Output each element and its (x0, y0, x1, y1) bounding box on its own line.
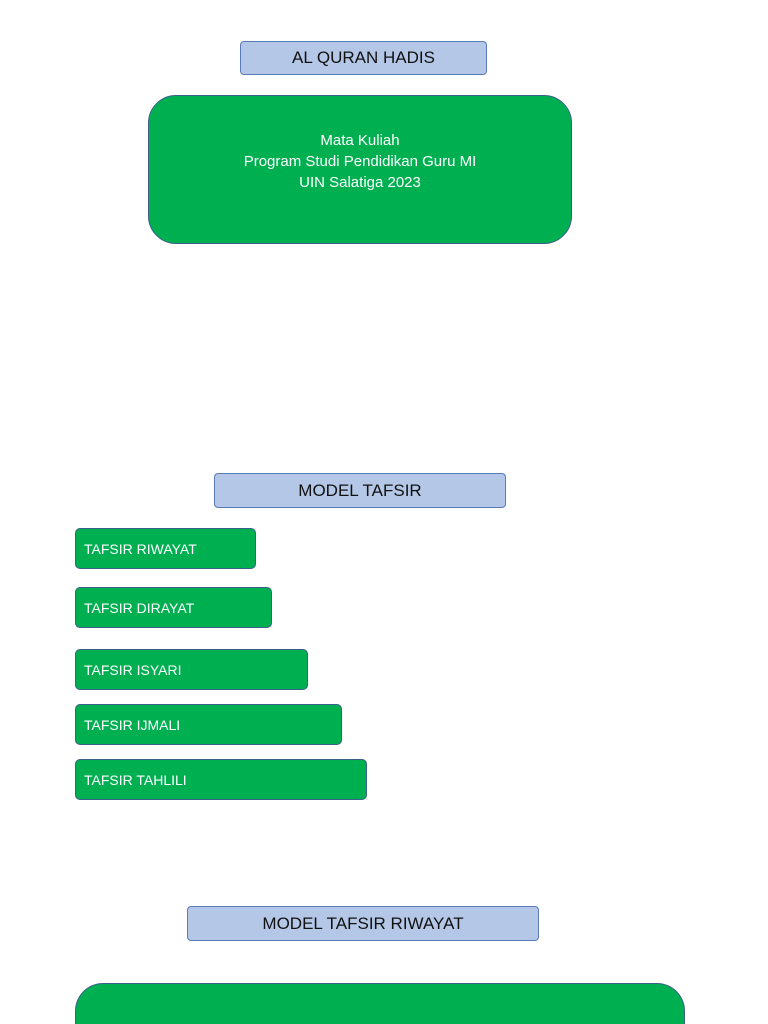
course-info-line-program: Program Studi Pendidikan Guru MI (243, 153, 477, 170)
course-title-box: AL QURAN HADIS (240, 41, 487, 75)
tafsir-item-label: TAFSIR DIRAYAT (84, 599, 195, 616)
tafsir-item-dirayat: TAFSIR DIRAYAT (75, 587, 272, 628)
tafsir-item-label: TAFSIR RIWAYAT (84, 540, 197, 557)
tafsir-item-tahlili: TAFSIR TAHLILI (75, 759, 367, 800)
tafsir-item-label: TAFSIR IJMALI (84, 716, 181, 733)
course-info-panel: Mata Kuliah Program Studi Pendidikan Gur… (148, 95, 572, 244)
tafsir-item-label: TAFSIR TAHLILI (84, 771, 187, 788)
model-tafsir-title: MODEL TAFSIR (298, 480, 422, 500)
course-info-line-subject: Mata Kuliah (320, 132, 400, 149)
tafsir-item-ijmali: TAFSIR IJMALI (75, 704, 342, 745)
model-tafsir-riwayat-title: MODEL TAFSIR RIWAYAT (262, 913, 464, 933)
model-tafsir-title-box: MODEL TAFSIR (214, 473, 506, 508)
course-title: AL QURAN HADIS (292, 48, 435, 67)
course-info-line-university: UIN Salatiga 2023 (299, 174, 421, 191)
tafsir-item-isyari: TAFSIR ISYARI (75, 649, 308, 690)
model-tafsir-riwayat-title-box: MODEL TAFSIR RIWAYAT (187, 906, 539, 941)
tafsir-item-label: TAFSIR ISYARI (84, 661, 182, 678)
tafsir-item-riwayat: TAFSIR RIWAYAT (75, 528, 256, 569)
riwayat-content-panel (75, 983, 685, 1024)
course-info-text: Mata Kuliah Program Studi Pendidikan Gur… (149, 130, 571, 193)
